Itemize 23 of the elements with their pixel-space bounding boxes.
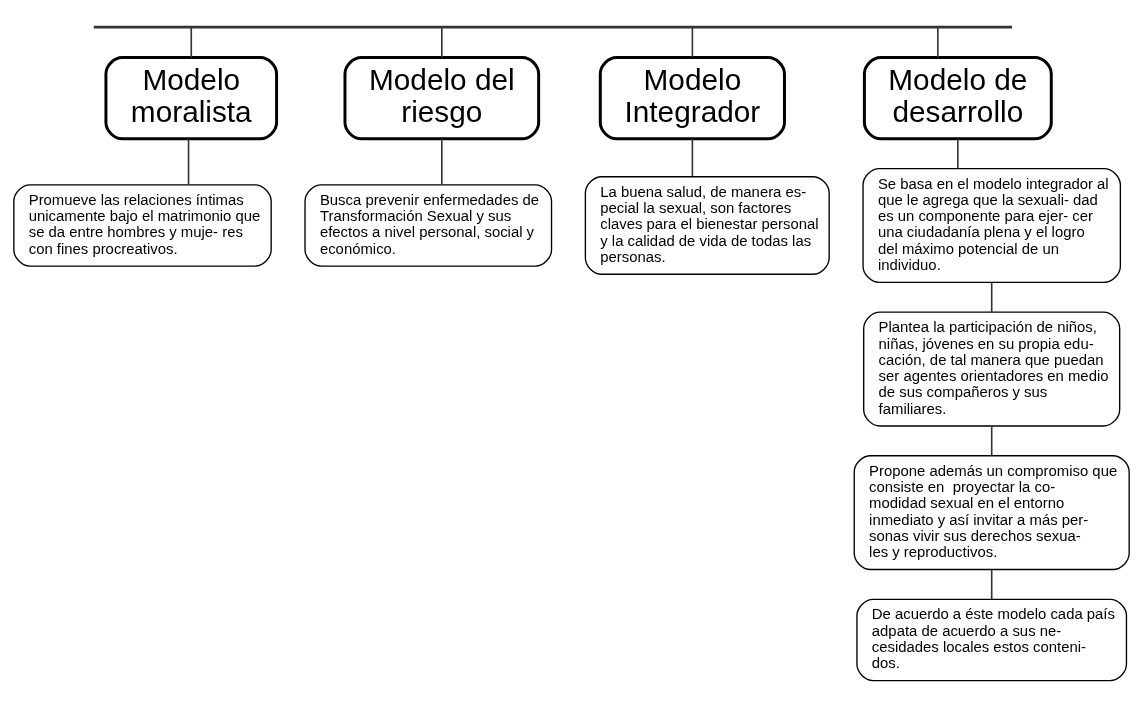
node-box: Promueve las relaciones íntimas unicamente bajo el matrimonio que se da entre hombres y muje- res con fines procreativos. (13, 183, 272, 267)
connector (990, 568, 993, 600)
connector (691, 137, 694, 177)
connector (990, 424, 993, 456)
connector (441, 137, 443, 186)
connector (441, 26, 443, 58)
connector (190, 26, 193, 58)
connector (957, 137, 959, 169)
connector (990, 281, 993, 313)
node-box: Modelo del riesgo (343, 55, 541, 140)
node-box: Propone además un compromiso que consiste en proyectar la co- modidad sexual en el entorno inmediato y así invitar a más per- sonas vivir sus derechos sexua- les y reproductivos. (853, 454, 1130, 570)
connector (187, 137, 190, 186)
node-bar (93, 25, 1012, 28)
node-box: Se basa en el modelo integrador al que le agrega que la sexuali- dad es un componente para ejer- cer una ciudadanía plena y el logro del máximo potencial de un individuo. (862, 167, 1122, 283)
connector (937, 26, 939, 58)
node-box: Modelo Integrador (598, 55, 786, 140)
node-box: Plantea la participación de niños, niñas, jóvenes en su propia edu- cación, de tal manera que puedan ser agentes orientadores en medio de sus compañeros y sus familiares. (863, 311, 1121, 427)
node-box: De acuerdo a éste modelo cada país adpata de acuerdo a sus ne- cesidades locales estos conteni- dos. (856, 598, 1128, 681)
node-box: Modelo moralista (104, 55, 279, 140)
node-box: Busca prevenir enfermedades de Transformación Sexual y sus efectos a nivel personal, social y económico. (304, 183, 553, 267)
connector (691, 26, 694, 58)
node-box: Modelo de desarrollo (862, 55, 1053, 140)
node-box: La buena salud, de manera es- pecial la sexual, son factores claves para el bienestar personal y la calidad de vida de todas las personas. (584, 175, 830, 275)
